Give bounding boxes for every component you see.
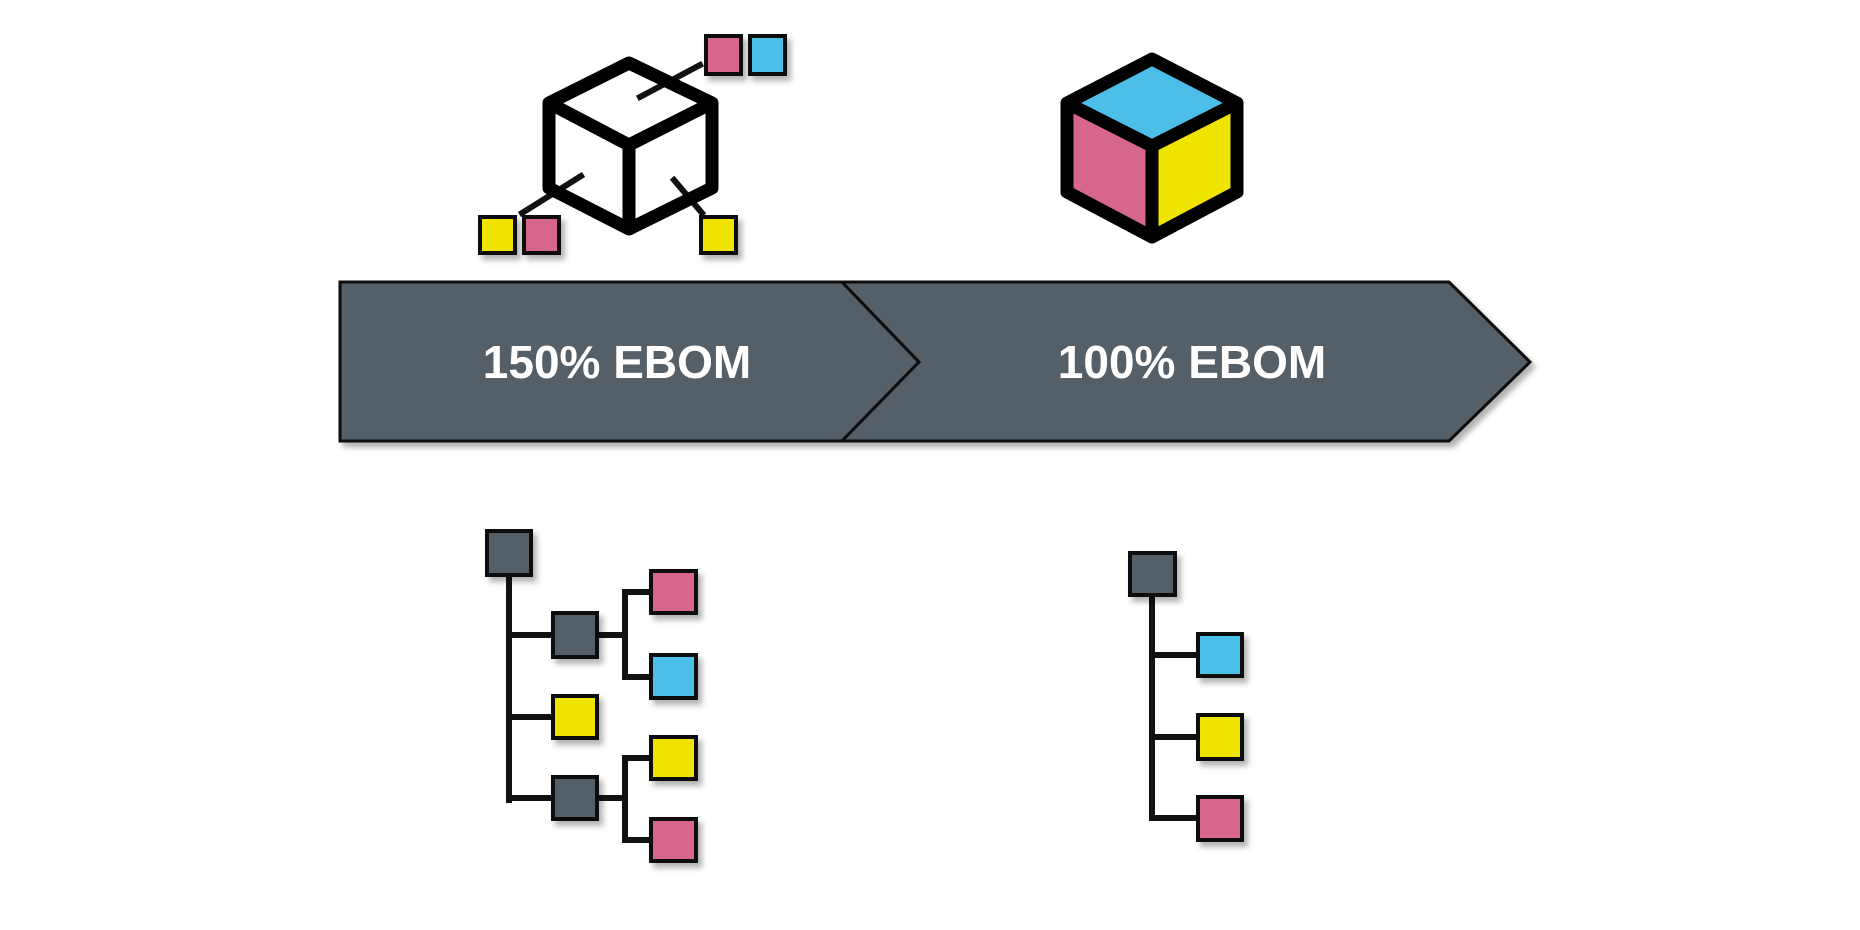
option-square-pink bbox=[522, 215, 561, 255]
tree-leaf-blue bbox=[649, 653, 698, 700]
option-square-blue bbox=[748, 34, 787, 76]
configurable-cube-icon bbox=[478, 34, 787, 255]
stage-label-150: 150% EBOM bbox=[483, 336, 751, 388]
tree-root-node bbox=[485, 529, 533, 577]
tree-leaf-pink bbox=[649, 817, 698, 863]
stage-label-100: 100% EBOM bbox=[1058, 336, 1326, 388]
configured-cube-icon bbox=[1060, 52, 1244, 244]
bom-tree-150 bbox=[485, 529, 698, 863]
tree-root-node bbox=[1128, 551, 1177, 597]
tree-leaf-pink bbox=[1196, 795, 1244, 842]
option-square-pink bbox=[704, 34, 743, 76]
tree-leaf-yellow bbox=[1196, 713, 1244, 761]
tree-assembly-node bbox=[551, 611, 599, 659]
tree-leaf-yellow bbox=[649, 735, 698, 781]
option-square-yellow bbox=[699, 215, 738, 255]
option-square-yellow bbox=[478, 215, 517, 255]
tree-leaf-blue bbox=[1196, 632, 1244, 678]
tree-assembly-node bbox=[551, 775, 599, 821]
process-arrow bbox=[338, 280, 1533, 443]
stage-100-ebom bbox=[838, 280, 1533, 443]
tree-leaf-pink bbox=[649, 569, 698, 615]
bom-tree-100 bbox=[1128, 551, 1244, 842]
tree-leaf-yellow bbox=[551, 694, 599, 740]
